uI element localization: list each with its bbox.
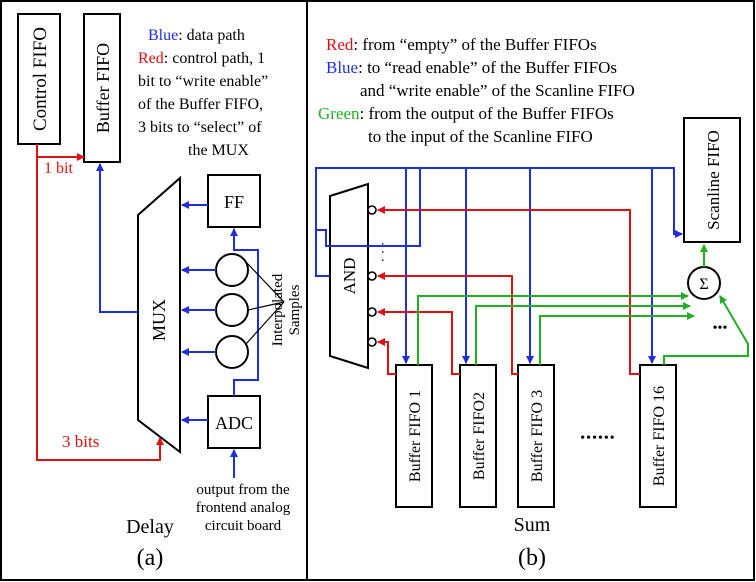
buffer-fifo-box <box>83 13 121 163</box>
empty-flag-3-wire <box>377 272 518 375</box>
scanline-fifo-label: Scanline FIFO <box>704 130 723 230</box>
buffer-1-output-wire <box>417 292 689 365</box>
and-gate <box>329 182 369 370</box>
buffer-fifo-2-label: Buffer FIFO2 <box>471 392 488 480</box>
samples-label: Samples <box>287 284 303 335</box>
frontend-output-line1: output from the <box>196 482 290 498</box>
three-bits-wire <box>36 144 164 461</box>
buffer-16-output-wire <box>663 295 749 365</box>
legend-a-line1: Blue: data path <box>148 27 245 44</box>
sum-input-ellipsis: ••• <box>713 321 728 336</box>
buffer-fifo-label: Buffer FIFO <box>93 43 113 133</box>
buffer-fifo-1-box <box>395 364 433 508</box>
adc-label: ADC <box>215 413 253 433</box>
sigma-icon: Σ <box>699 276 708 293</box>
sum-label: Sum <box>514 514 551 536</box>
leader-line-2 <box>247 301 285 311</box>
empty-flag-2-wire <box>377 308 460 375</box>
one-bit-wire <box>36 144 85 161</box>
legend-a-line6: the MUX <box>188 142 249 159</box>
buffer-fifo-2-box <box>459 364 497 508</box>
control-fifo-box <box>17 13 61 145</box>
legend-a-line2: Red: control path, 1 <box>138 50 265 67</box>
buffer-fifo-3-label: Buffer FIFO 3 <box>529 390 546 482</box>
scanline-fifo-box <box>683 117 741 243</box>
and-input-bubble-2 <box>367 271 377 281</box>
three-bits-label: 3 bits <box>62 432 99 451</box>
empty-flag-1-wire <box>377 338 396 375</box>
buffer-fifo-1-label: Buffer FIFO 1 <box>407 390 424 482</box>
mux-label: MUX <box>149 299 169 341</box>
and-label: AND <box>340 258 359 295</box>
legend-a-line3: bit to “write enable” <box>138 73 268 90</box>
and-input-bubble-1 <box>367 205 377 215</box>
legend-b-line2: Blue: to “read enable” of the Buffer FIF… <box>326 58 617 77</box>
legend-b-line3: and “write enable” of the Scanline FIFO <box>360 81 635 100</box>
panel-a-label: (a) <box>137 545 164 571</box>
legend-b-line1: Red: from “empty” of the Buffer FIFOs <box>326 35 597 54</box>
mux-block <box>137 175 181 455</box>
buffer-2-output-wire <box>475 302 691 365</box>
legend-a-line4: of the Buffer FIFO, <box>138 96 263 113</box>
and-vdots: · · · <box>374 242 389 263</box>
and-input-bubble-3 <box>367 307 377 317</box>
interp-circle-2 <box>215 293 249 327</box>
panel-b-label: (b) <box>518 545 546 571</box>
leader-line-3 <box>245 301 285 345</box>
legend-b-line4: Green: from the output of the Buffer FIF… <box>318 104 614 123</box>
delay-label: Delay <box>126 516 174 538</box>
legend-a-line5: 3 bits to “select” of <box>138 119 262 136</box>
one-bit-label: 1 bit <box>44 160 73 177</box>
interp-circle-1 <box>215 253 249 287</box>
adc-feed-wire <box>230 228 259 396</box>
empty-flag-16-wire <box>377 206 640 375</box>
interp-circle-3 <box>215 335 249 369</box>
ff-block <box>207 174 261 228</box>
control-fifo-label: Control FIFO <box>30 27 51 131</box>
buffer-fifo-16-box <box>639 364 677 508</box>
buffer-fifo-16-label: Buffer FIFO 16 <box>651 386 668 486</box>
leader-line-1 <box>245 261 285 303</box>
buffer-3-output-wire <box>539 312 695 365</box>
scanline-write-enable-wire <box>316 167 683 247</box>
adc-block <box>207 395 261 449</box>
legend-b-line5: to the input of the Scanline FIFO <box>368 127 593 146</box>
panel-a: Control FIFO Buffer FIFO Blue: data path… <box>17 13 303 571</box>
panel-b: Red: from “empty” of the Buffer FIFOs Bl… <box>315 35 749 571</box>
mux-to-buffer-wire <box>96 163 138 313</box>
buffer-fifo-3-box <box>517 364 555 508</box>
ff-label: FF <box>224 192 244 212</box>
buffer-ellipsis: •••••• <box>580 431 615 446</box>
frontend-output-line3: circuit board <box>205 518 282 534</box>
and-input-bubble-4 <box>367 337 377 347</box>
interpolated-label: Interpolated <box>270 273 286 346</box>
frontend-output-line2: frontend analog <box>196 500 291 516</box>
